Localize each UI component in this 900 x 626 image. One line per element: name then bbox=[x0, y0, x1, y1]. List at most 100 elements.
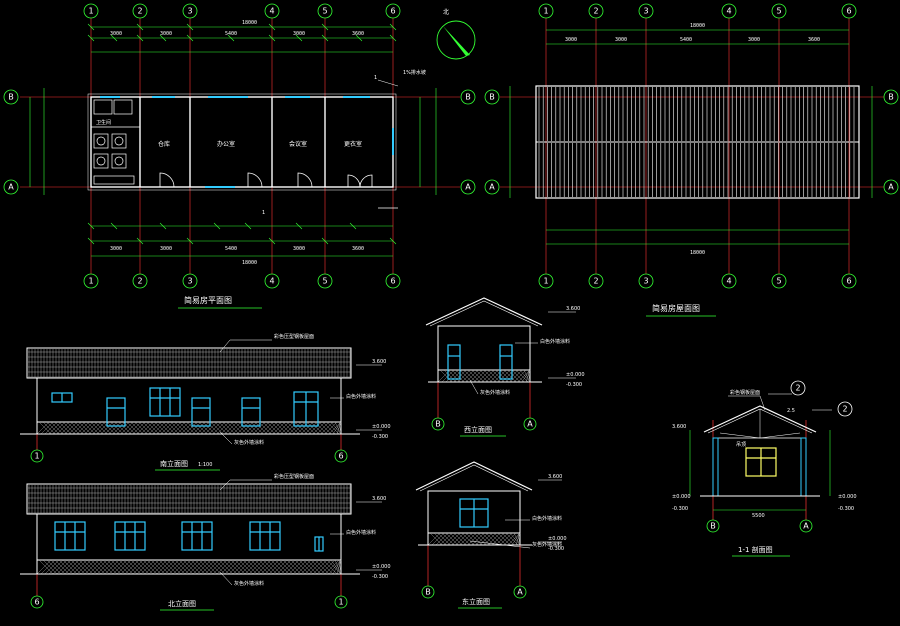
base-hatch-line bbox=[118, 421, 132, 435]
plan-axis-4-top: 4 bbox=[269, 7, 274, 16]
base-hatch-line bbox=[216, 559, 232, 575]
base-hatch-line bbox=[62, 421, 76, 435]
base-hatch-line bbox=[132, 421, 146, 435]
base-hatch-line bbox=[198, 559, 214, 575]
base-hatch-line bbox=[292, 421, 306, 435]
base-hatch-line bbox=[64, 421, 78, 435]
roof-axis-6-bottom: 6 bbox=[846, 277, 851, 286]
base-hatch-line bbox=[150, 421, 164, 435]
base-hatch-line bbox=[268, 559, 284, 575]
base-hatch-line bbox=[308, 421, 322, 435]
base-hatch-line bbox=[236, 559, 252, 575]
south-roof-hatch bbox=[28, 349, 351, 378]
base-hatch-line bbox=[212, 559, 228, 575]
base-hatch-line bbox=[507, 532, 521, 546]
base-hatch-line bbox=[114, 559, 130, 575]
plan-walls bbox=[87, 93, 397, 191]
base-hatch-line bbox=[92, 421, 106, 435]
base-hatch-line bbox=[336, 559, 342, 575]
south-level-ground: -0.300 bbox=[372, 434, 388, 440]
south-axis-left: 1 bbox=[34, 452, 39, 461]
base-hatch-line bbox=[192, 421, 206, 435]
east-base-note: 灰色外墙涂料 bbox=[532, 541, 562, 548]
base-hatch-line bbox=[242, 421, 256, 435]
base-hatch-line bbox=[184, 559, 200, 575]
base-hatch-line bbox=[76, 421, 90, 435]
base-hatch-line bbox=[503, 532, 517, 546]
plan-notes: 1 1%排水坡 1 bbox=[262, 69, 426, 216]
base-hatch-line bbox=[493, 532, 507, 546]
plan-axis-3-top: 3 bbox=[187, 7, 192, 16]
base-hatch-line bbox=[334, 559, 342, 575]
north-arrow: 北 bbox=[436, 8, 476, 60]
base-hatch-line bbox=[447, 532, 461, 546]
north-axis-bubbles bbox=[30, 595, 348, 609]
base-hatch-line bbox=[328, 421, 342, 435]
roof-axis-b-right: B bbox=[888, 93, 894, 102]
plan-top-bay-2: 3000 bbox=[160, 31, 172, 37]
base-hatch-line bbox=[286, 421, 300, 435]
base-hatch-line bbox=[196, 421, 210, 435]
south-base-hatch bbox=[36, 421, 342, 435]
base-hatch-line bbox=[296, 559, 312, 575]
base-hatch-line bbox=[186, 559, 202, 575]
roof-top-bay-2: 3000 bbox=[615, 37, 627, 43]
base-hatch-line bbox=[332, 559, 342, 575]
base-hatch-line bbox=[457, 369, 471, 383]
base-hatch-line bbox=[322, 421, 336, 435]
base-hatch-line bbox=[290, 559, 306, 575]
base-hatch-line bbox=[192, 559, 208, 575]
base-hatch-line bbox=[272, 421, 286, 435]
north-base-note: 灰色外墙涂料 bbox=[234, 580, 264, 587]
north-arrow-mark: 北 bbox=[443, 8, 449, 16]
base-hatch-line bbox=[334, 421, 342, 435]
roof-axis-labels: 1 2 3 4 5 6 1 2 3 4 5 6 B A B A bbox=[489, 7, 894, 286]
base-hatch-line bbox=[461, 532, 475, 546]
base-hatch-line bbox=[44, 421, 58, 435]
west-axis-left: B bbox=[435, 420, 441, 429]
west-elevation: 白色外墙涂料 灰色外墙涂料 3.600 ±0.000 -0.300 B A 西立… bbox=[425, 297, 585, 437]
plan-top-bay-5: 3600 bbox=[352, 31, 364, 37]
section-window bbox=[745, 447, 777, 477]
plan-bottom-bay-5: 3600 bbox=[352, 246, 364, 252]
base-hatch-line bbox=[338, 421, 342, 435]
base-hatch-line bbox=[82, 559, 98, 575]
base-hatch-line bbox=[70, 421, 84, 435]
south-windows bbox=[51, 387, 319, 427]
base-hatch-line bbox=[164, 421, 178, 435]
base-hatch-line bbox=[98, 559, 114, 575]
plan-axis-b-left: B bbox=[8, 93, 14, 102]
base-hatch-line bbox=[300, 559, 316, 575]
base-hatch-line bbox=[176, 421, 190, 435]
base-hatch-line bbox=[210, 559, 226, 575]
north-level-zero: ±0.000 bbox=[372, 564, 391, 570]
plan-dimension-text: 18000 18000 3000 3000 5400 3000 3600 300… bbox=[110, 20, 364, 266]
base-hatch-line bbox=[322, 559, 338, 575]
base-hatch-line bbox=[218, 421, 232, 435]
base-hatch-line bbox=[202, 559, 218, 575]
base-hatch-line bbox=[122, 559, 138, 575]
base-hatch-line bbox=[38, 559, 54, 575]
base-hatch-line bbox=[234, 421, 248, 435]
east-axis-right: A bbox=[517, 588, 523, 597]
base-hatch-line bbox=[72, 421, 86, 435]
base-hatch-line bbox=[254, 421, 268, 435]
base-hatch-line bbox=[70, 559, 86, 575]
base-hatch-line bbox=[190, 421, 204, 435]
base-hatch-line bbox=[50, 559, 66, 575]
plan-axis-a-left: A bbox=[8, 183, 14, 192]
plan-entry-marker: 1 bbox=[374, 75, 377, 81]
south-level-zero: ±0.000 bbox=[372, 424, 391, 430]
base-hatch-line bbox=[527, 369, 531, 383]
base-hatch-line bbox=[68, 559, 84, 575]
base-hatch-line bbox=[326, 559, 342, 575]
base-hatch-line bbox=[302, 421, 316, 435]
east-window bbox=[459, 498, 489, 528]
south-base-note: 灰色外墙涂料 bbox=[234, 439, 264, 446]
base-hatch-line bbox=[198, 421, 212, 435]
base-hatch-line bbox=[298, 421, 312, 435]
base-hatch-line bbox=[224, 559, 240, 575]
base-hatch-line bbox=[479, 369, 493, 383]
section-slope: 2.5 bbox=[787, 408, 795, 414]
